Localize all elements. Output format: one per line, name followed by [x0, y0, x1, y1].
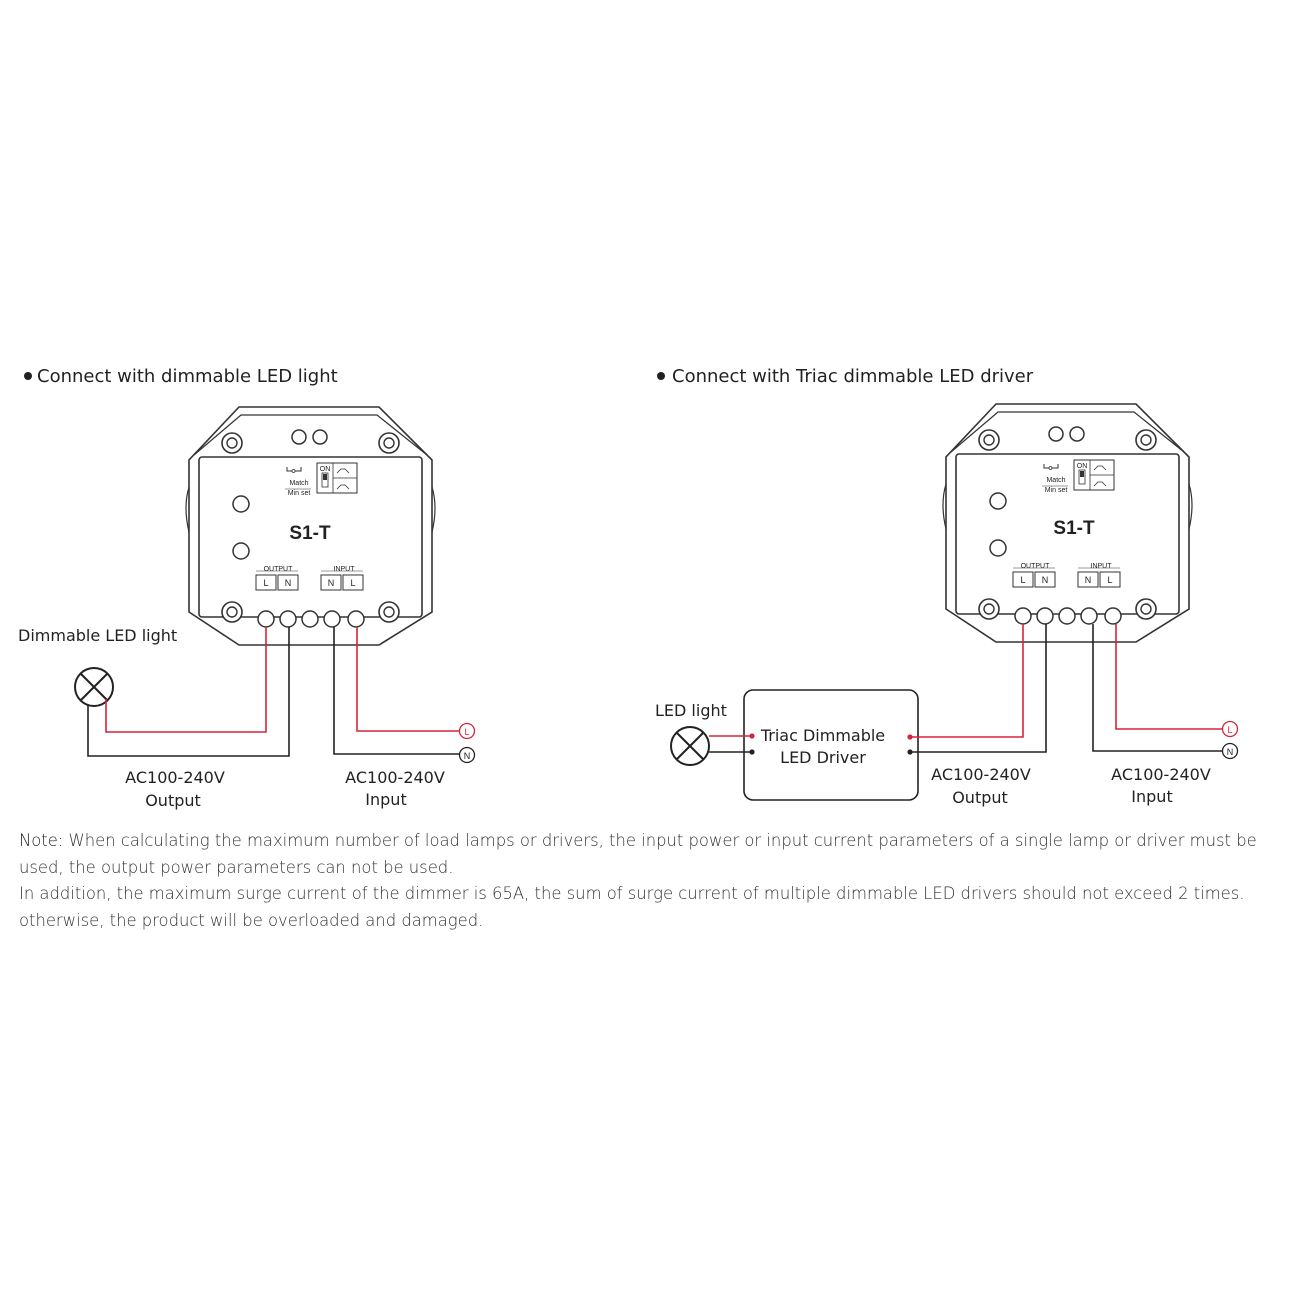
left-in-n: N: [328, 578, 335, 588]
left-out-l: L: [263, 578, 268, 588]
left-heading: Connect with dimmable LED light: [37, 366, 338, 387]
left-out-n: N: [285, 578, 292, 588]
driver-in-l-dot: [749, 733, 755, 739]
note-label: Note:: [19, 831, 64, 850]
right-out-l: L: [1020, 575, 1025, 585]
right-input-label: INPUT: [1091, 563, 1113, 570]
left-input-caption-2: Input: [365, 790, 406, 809]
svg-text:L: L: [464, 727, 469, 737]
left-mains-l-icon: L: [458, 722, 476, 740]
left-switch-on: ON: [320, 466, 331, 473]
svg-text:N: N: [1227, 747, 1234, 757]
left-output-caption-2: Output: [145, 791, 201, 810]
right-out-n: N: [1042, 575, 1049, 585]
note-paragraph-1: Note: When calculating the maximum numbe…: [19, 828, 1285, 881]
driver-out-n-dot: [907, 749, 913, 755]
right-output-caption-2: Output: [952, 788, 1008, 807]
right-s1t-dimmer: S1-T ON Match Min set OUTPUT INPUT L N N…: [942, 403, 1193, 643]
left-output-label: OUTPUT: [264, 566, 294, 573]
right-lamp-icon: [670, 726, 710, 766]
right-wires: [709, 624, 1223, 753]
right-lamp-label: LED light: [655, 701, 727, 720]
left-lamp-icon: [74, 667, 114, 707]
right-mains-l-icon: L: [1221, 720, 1239, 738]
left-match-label: Match: [289, 480, 308, 487]
driver-out-l-dot: [907, 734, 913, 740]
left-min-set-label: Min set: [288, 490, 311, 497]
driver-in-n-dot: [749, 749, 755, 755]
right-output-label: OUTPUT: [1021, 563, 1051, 570]
right-input-caption-2: Input: [1131, 787, 1172, 806]
driver-label-line-1: Triac Dimmable: [760, 726, 885, 745]
right-heading: Connect with Triac dimmable LED driver: [672, 366, 1034, 387]
triac-driver-box: [743, 689, 919, 801]
right-bullet-icon: [657, 372, 665, 380]
svg-text:N: N: [464, 751, 471, 761]
left-lamp-label: Dimmable LED light: [18, 626, 177, 645]
left-bullet-icon: [24, 372, 32, 380]
right-input-caption-1: AC100-240V: [1111, 765, 1211, 784]
left-input-label: INPUT: [334, 566, 356, 573]
left-in-l: L: [350, 578, 355, 588]
right-in-n: N: [1085, 575, 1092, 585]
left-model-label: S1-T: [289, 523, 331, 544]
note-line-1: When calculating the maximum number of l…: [19, 831, 1257, 877]
note-paragraph-2: In addition, the maximum surge current o…: [19, 884, 1245, 930]
left-mains-n-icon: N: [458, 746, 476, 764]
right-match-label: Match: [1046, 477, 1065, 484]
right-mains-n-icon: N: [1221, 742, 1239, 760]
right-model-label: S1-T: [1053, 518, 1095, 539]
note-block: Note: When calculating the maximum numbe…: [19, 828, 1285, 934]
svg-text:L: L: [1227, 725, 1232, 735]
right-min-set-label: Min set: [1045, 487, 1068, 494]
left-s1t-dimmer: S1-T ON Match Min set OUTPUT INPUT L N N…: [185, 406, 436, 646]
right-in-l: L: [1107, 575, 1112, 585]
driver-label-line-2: LED Driver: [780, 748, 866, 767]
right-output-caption-1: AC100-240V: [931, 765, 1031, 784]
left-wires: [87, 627, 459, 757]
left-input-caption-1: AC100-240V: [345, 768, 445, 787]
left-output-caption-1: AC100-240V: [125, 768, 225, 787]
right-switch-on: ON: [1077, 463, 1088, 470]
